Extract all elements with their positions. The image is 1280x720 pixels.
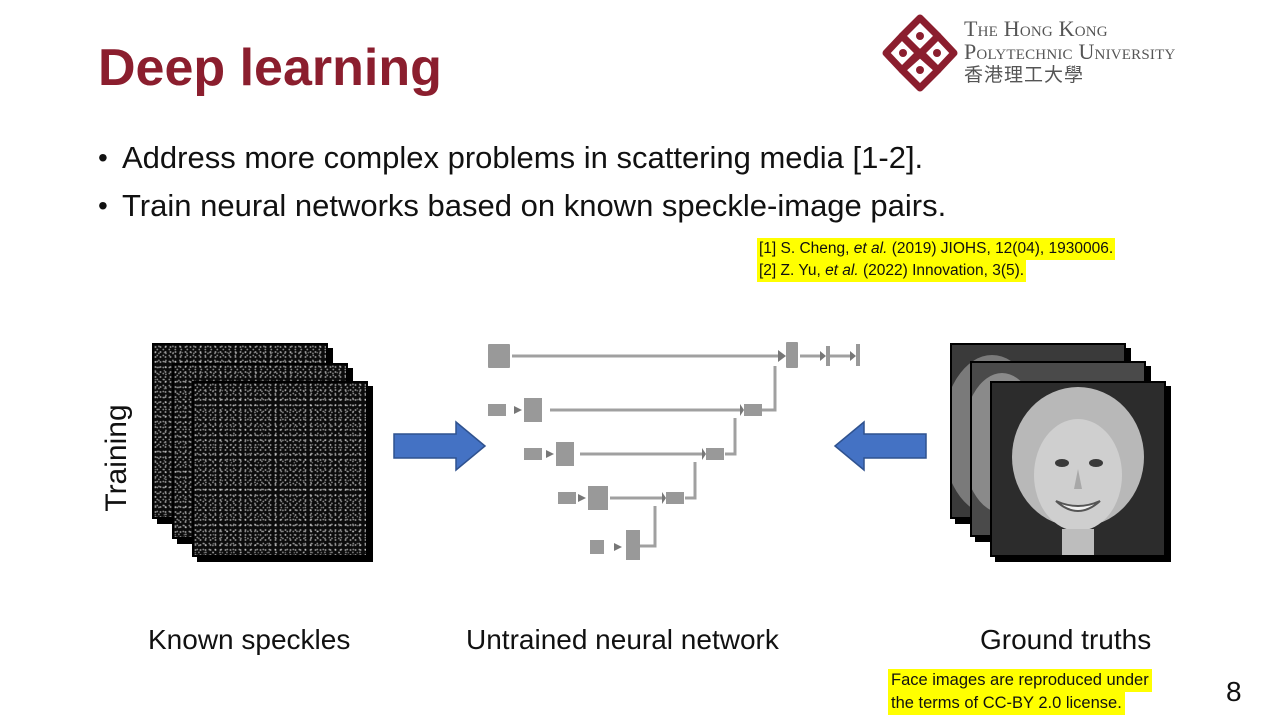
unet-layer-blocks xyxy=(488,342,860,560)
university-logo: The Hong Kong Polytechnic University 香港理… xyxy=(880,14,1275,94)
license-note: Face images are reproduced under the ter… xyxy=(888,669,1152,715)
face-image xyxy=(990,381,1166,557)
reference-1-source: (2019) JIOHS, 12(04), 1930006. xyxy=(887,240,1114,257)
page-number: 8 xyxy=(1226,676,1242,707)
training-label: Training xyxy=(100,404,133,512)
reference-2-etal: et al. xyxy=(825,262,859,279)
caption-neural-network: Untrained neural network xyxy=(466,624,779,655)
reference-1-authors: [1] S. Cheng, xyxy=(759,240,854,257)
reference-2: [2] Z. Yu, et al. (2022) Innovation, 3(5… xyxy=(757,260,1027,282)
bullet-item: Address more complex problems in scatter… xyxy=(98,134,946,182)
logo-wordmark: The Hong Kong Polytechnic University 香港理… xyxy=(964,18,1176,85)
license-line-2: the terms of CC-BY 2.0 license. xyxy=(888,692,1125,715)
ground-truth-image-stack xyxy=(950,343,1170,558)
slide-title: Deep learning xyxy=(98,39,442,97)
reference-1: [1] S. Cheng, et al. (2019) JIOHS, 12(04… xyxy=(757,238,1116,260)
caption-known-speckles: Known speckles xyxy=(148,624,351,655)
face-portrait-icon xyxy=(992,383,1164,555)
logo-line-3: 香港理工大學 xyxy=(964,64,1085,86)
right-arrow-icon xyxy=(393,420,487,472)
left-arrow-icon xyxy=(833,420,927,472)
logo-line-2: Polytechnic University xyxy=(964,39,1176,64)
reference-2-source: (2022) Innovation, 3(5). xyxy=(858,262,1025,279)
unet-connections xyxy=(512,354,852,548)
references: [1] S. Cheng, et al. (2019) JIOHS, 12(04… xyxy=(757,238,1116,282)
unet-diagram xyxy=(488,342,860,560)
polyu-logo-icon xyxy=(882,14,958,92)
license-line-1: Face images are reproduced under xyxy=(888,669,1152,692)
speckle-image xyxy=(192,381,368,557)
reference-1-etal: et al. xyxy=(853,240,888,257)
unet-arrowheads xyxy=(514,350,856,551)
caption-ground-truths: Ground truths xyxy=(980,624,1152,655)
bullet-list: Address more complex problems in scatter… xyxy=(98,134,946,230)
speckle-image-stack xyxy=(152,343,372,558)
bullet-item: Train neural networks based on known spe… xyxy=(98,182,946,230)
logo-line-1: The Hong Kong xyxy=(964,16,1108,41)
reference-2-authors: [2] Z. Yu, xyxy=(759,262,826,279)
